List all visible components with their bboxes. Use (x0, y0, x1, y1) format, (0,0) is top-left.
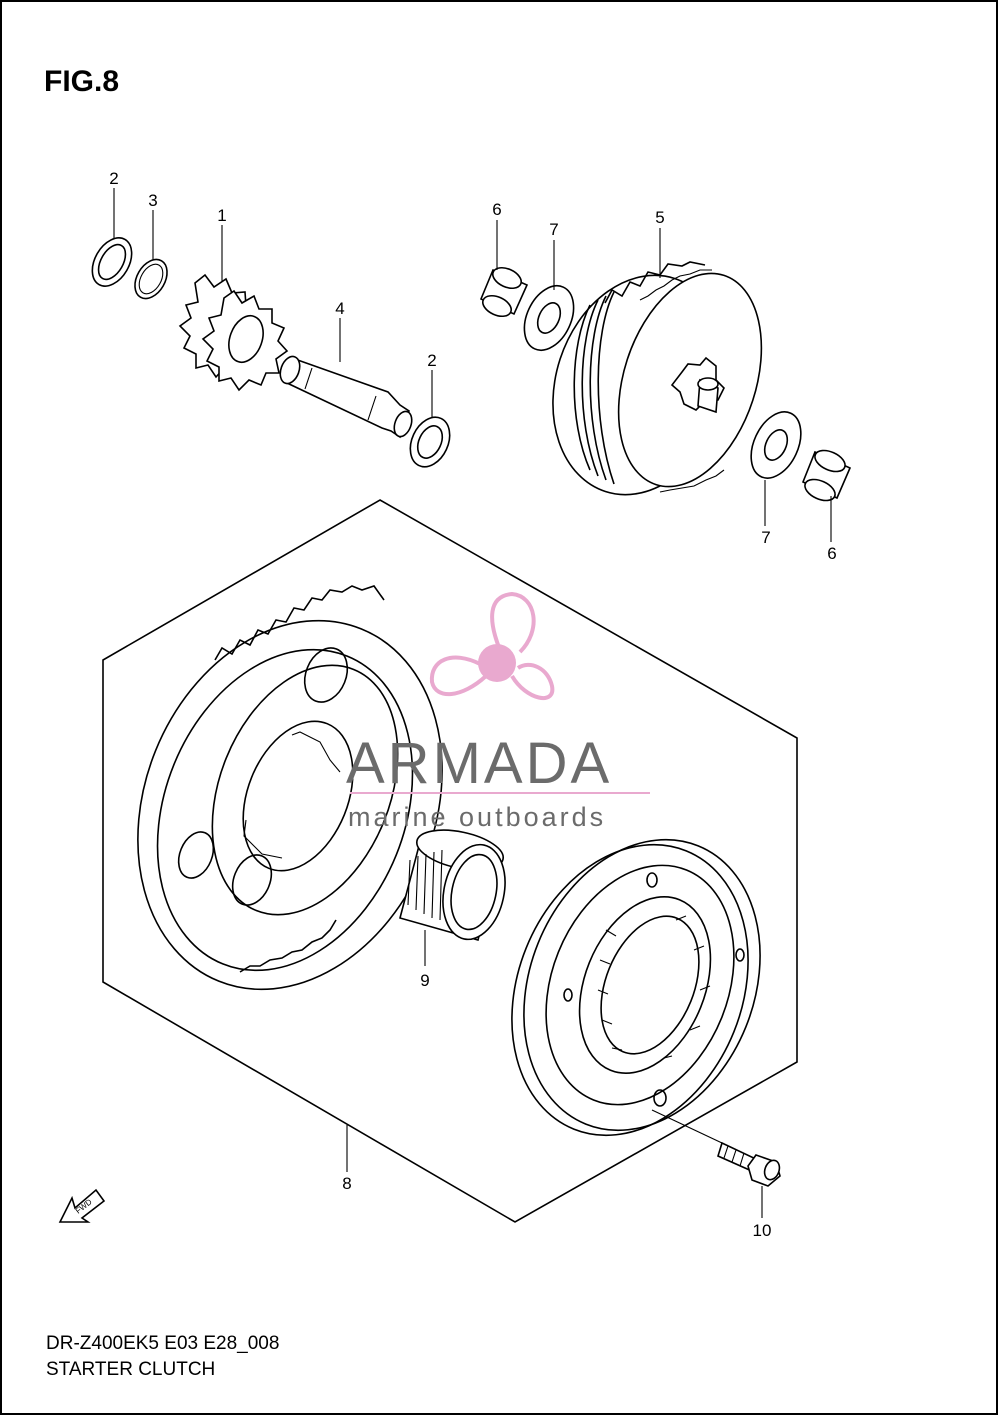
figure-caption: STARTER CLUTCH (46, 1359, 215, 1380)
assembly-outline-8 (102, 499, 798, 1223)
part-washer-7-bottom[interactable] (741, 404, 810, 486)
callout-9[interactable]: 9 (420, 971, 429, 990)
part-bolt-10[interactable] (717, 1141, 782, 1187)
callout-6-top[interactable]: 6 (492, 200, 501, 219)
part-idle-gear-5[interactable] (526, 253, 787, 518)
callout-2-left[interactable]: 2 (109, 169, 118, 188)
callout-8[interactable]: 8 (342, 1174, 351, 1193)
callout-6-bottom[interactable]: 6 (827, 544, 836, 563)
part-shaft-4[interactable] (277, 354, 415, 439)
callout-5[interactable]: 5 (655, 208, 664, 227)
callout-7-bottom[interactable]: 7 (761, 528, 770, 547)
callout-1[interactable]: 1 (217, 206, 226, 225)
part-washer-2-right[interactable] (403, 411, 458, 473)
watermark-brand: ARMADA (346, 731, 612, 796)
callout-3[interactable]: 3 (148, 191, 157, 210)
part-needle-bearing-9[interactable] (399, 823, 513, 945)
part-circlip-3[interactable] (128, 254, 173, 304)
leader-lines (113, 188, 832, 1218)
part-gear-1[interactable] (178, 273, 289, 392)
part-bushing-6-bottom[interactable] (801, 446, 852, 504)
figure-title: FIG.8 (44, 65, 119, 98)
propeller-icon (429, 591, 555, 700)
part-starter-driven-gear[interactable] (84, 575, 495, 1036)
watermark-tagline: marine outboards (348, 802, 606, 832)
callout-4[interactable]: 4 (335, 299, 344, 318)
fwd-arrow-icon: FWD (58, 1188, 106, 1223)
callout-10[interactable]: 10 (753, 1221, 772, 1240)
part-one-way-clutch[interactable] (470, 804, 802, 1171)
part-washer-7-top[interactable] (515, 278, 584, 358)
watermark: ARMADA marine outboards (346, 591, 650, 832)
part-washer-2-left[interactable] (84, 231, 139, 293)
callout-2-right[interactable]: 2 (427, 351, 436, 370)
model-code: DR-Z400EK5 E03 E28_008 (46, 1333, 279, 1354)
part-bushing-6-top[interactable] (479, 264, 529, 321)
callout-7-top[interactable]: 7 (549, 220, 558, 239)
